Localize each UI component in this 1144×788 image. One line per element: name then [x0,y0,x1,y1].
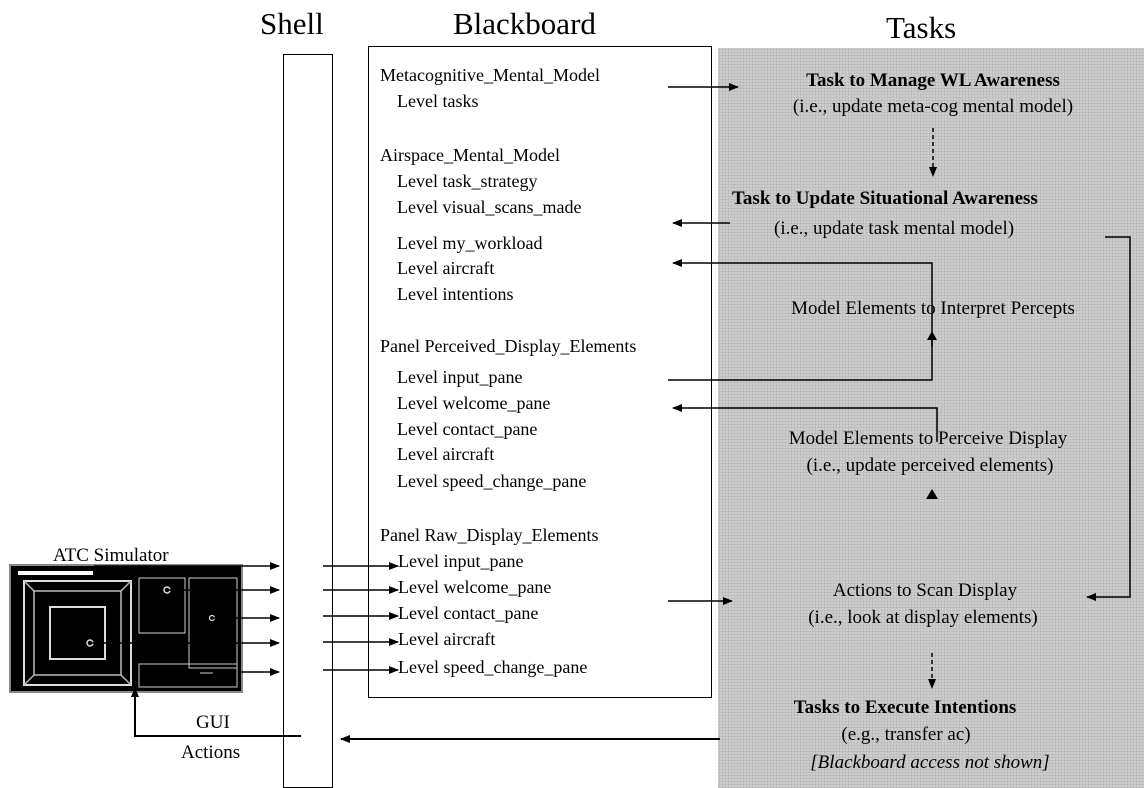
shell-to-raw-elements-arrows [323,562,399,674]
shell-column [283,54,333,788]
task-interpret-percepts: Model Elements to Interpret Percepts [791,298,1075,319]
blackboard-task-arrows [668,83,1131,605]
perceived-elements-title: Panel Perceived_Display_Elements [380,336,637,356]
task-execute-intentions-subtitle: (e.g., transfer ac) [841,724,971,745]
task-manage-wl-title: Task to Manage WL Awareness [806,70,1060,91]
level-aircraft-airspace: Level aircraft [397,258,495,278]
task-scan-display-title: Actions to Scan Display [832,580,1018,601]
raw-elements-title: Panel Raw_Display_Elements [380,525,599,545]
task-execute-intentions-note: [Blackboard access not shown] [810,752,1050,773]
blackboard-box [368,46,712,698]
perceived-level-speed-change-pane: Level speed_change_pane [397,471,587,491]
gui-actions-arrow [131,687,301,737]
task-update-sa-subtitle: (i.e., update task mental model) [774,218,1015,239]
task-manage-wl-subtitle: (i.e., update meta-cog mental model) [792,96,1074,117]
task-perceive-display-title: Model Elements to Perceive Display [788,428,1068,449]
airspace-model-title: Airspace_Mental_Model [380,145,560,165]
perceived-level-welcome-pane: Level welcome_pane [397,393,551,413]
perceived-level-aircraft: Level aircraft [397,444,495,464]
level-my-workload: Level my_workload [397,233,543,253]
tasks-header: Tasks [886,10,957,45]
level-visual-scans-made: Level visual_scans_made [397,197,582,217]
gui-label: GUI [196,712,230,733]
blackboard-header: Blackboard [453,6,596,41]
perceived-level-input-pane: Level input_pane [397,367,523,387]
interpret-arrowhead [927,331,937,340]
task-scan-display-subtitle: (i.e., look at display elements) [808,607,1038,628]
level-intentions: Level intentions [397,284,514,304]
perceive-triangle-marker [926,489,938,499]
task-update-sa-title: Task to Update Situational Awareness [732,188,1038,209]
task-execute-intentions-title: Tasks to Execute Intentions [793,697,1017,718]
level-task-strategy: Level task_strategy [397,171,538,191]
level-tasks: Level tasks [397,91,479,111]
task-sequence-arrows [928,128,937,689]
atc-simulator-screen [9,564,243,693]
simulator-to-shell-arrows [92,562,280,676]
atc-simulator-label: ATC Simulator [53,545,169,566]
task-perceive-display-subtitle: (i.e., update perceived elements) [806,455,1054,476]
shell-header: Shell [260,6,324,41]
raw-level-contact-pane: Level contact_pane [398,603,539,623]
raw-level-welcome-pane: Level welcome_pane [398,577,552,597]
perceived-level-contact-pane: Level contact_pane [397,419,538,439]
raw-level-aircraft: Level aircraft [398,629,496,649]
raw-level-input-pane: Level input_pane [398,551,524,571]
raw-level-speed-change-pane: Level speed_change_pane [398,657,588,677]
metacognitive-model-title: Metacognitive_Mental_Model [380,65,600,85]
actions-label: Actions [181,742,241,763]
